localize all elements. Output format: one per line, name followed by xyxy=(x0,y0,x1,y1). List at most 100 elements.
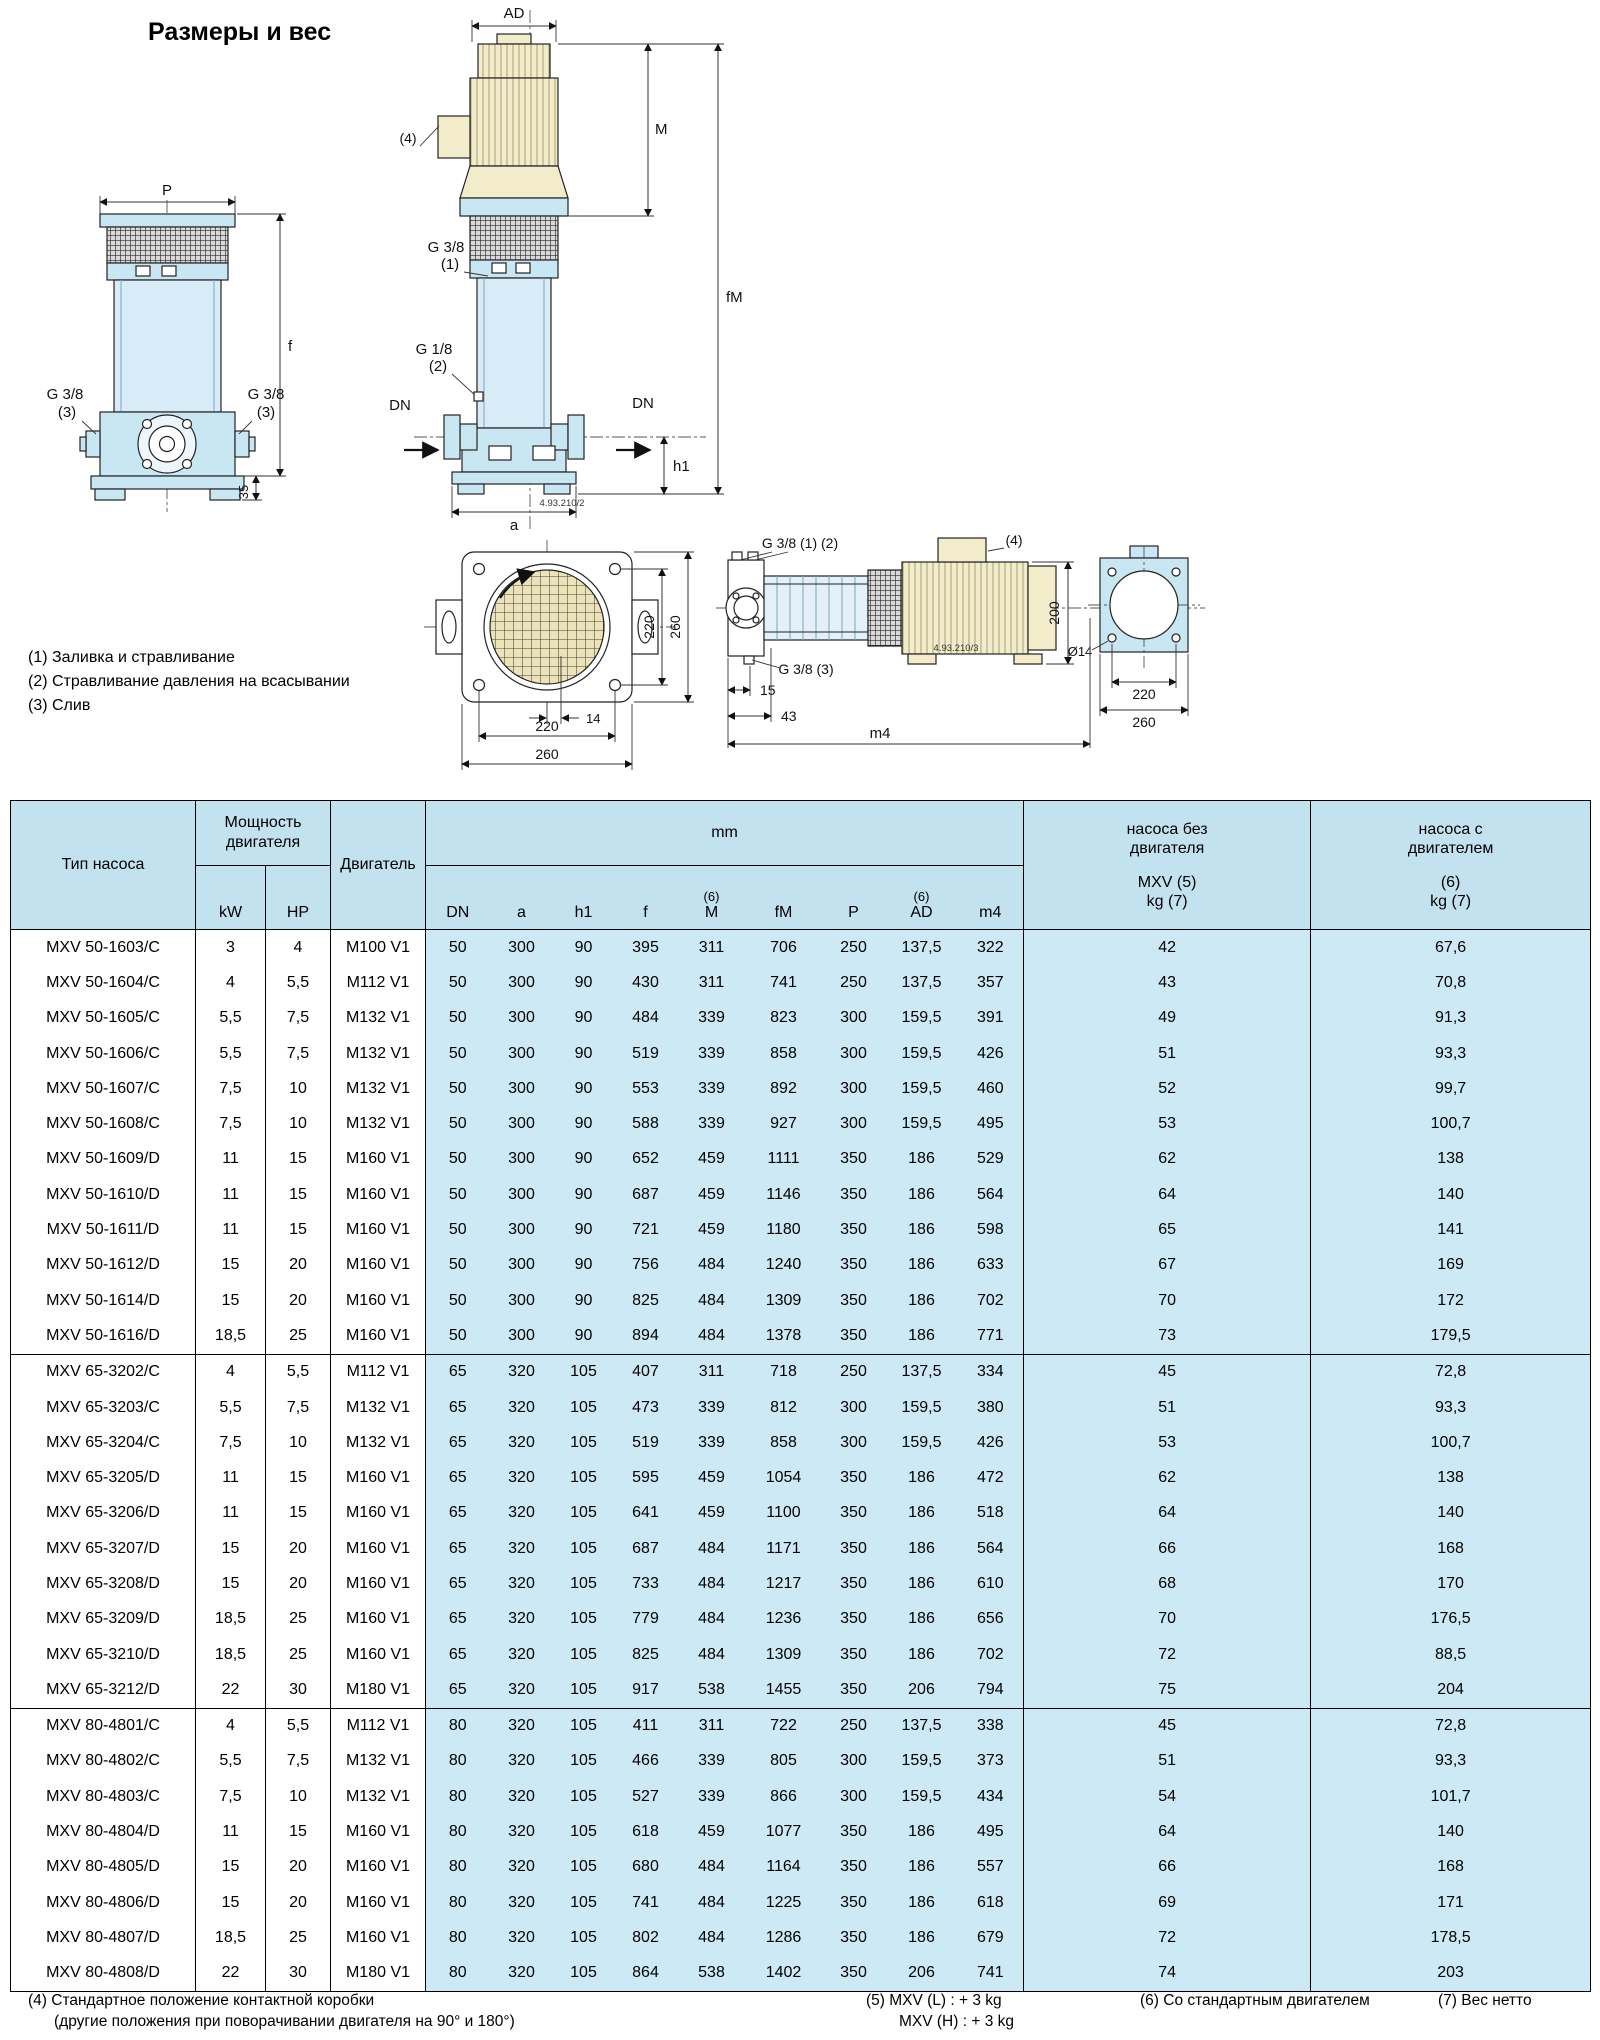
dim-label-fm: fM xyxy=(726,289,743,306)
port-note-1: (1) xyxy=(441,256,459,273)
page-title: Размеры и вес xyxy=(148,18,332,46)
value-cell: 484 xyxy=(677,1920,746,1956)
value-cell: 300 xyxy=(489,1141,554,1178)
pump-type-cell: MXV 65-3208/D xyxy=(10,1566,196,1602)
value-cell: 72,8 xyxy=(1310,1707,1591,1744)
col-header-fm: fM xyxy=(745,865,822,930)
value-cell: 15 xyxy=(265,1212,331,1248)
value-cell: 339 xyxy=(677,1106,746,1142)
dim-label-35: 35 xyxy=(236,485,251,499)
value-cell: 5,5 xyxy=(195,1389,266,1426)
pump-type-cell: MXV 80-4807/D xyxy=(10,1920,196,1956)
value-cell: 320 xyxy=(489,1955,554,1992)
value-cell: 53 xyxy=(1023,1106,1312,1142)
value-cell: M160 V1 xyxy=(330,1601,426,1637)
value-cell: 25 xyxy=(265,1920,331,1956)
value-cell: 90 xyxy=(553,929,614,966)
value-cell: 484 xyxy=(677,1636,746,1673)
value-cell: 159,5 xyxy=(885,1743,958,1780)
value-cell: 7,5 xyxy=(195,1425,266,1461)
value-cell: 529 xyxy=(957,1141,1025,1178)
value-cell: 50 xyxy=(425,1106,490,1142)
value-cell: 320 xyxy=(489,1672,554,1709)
dim-label-dn-left: DN xyxy=(389,397,411,414)
value-cell: 687 xyxy=(613,1531,678,1567)
value-cell: 350 xyxy=(821,1601,886,1637)
value-cell: 741 xyxy=(613,1885,678,1921)
value-cell: 339 xyxy=(677,1035,746,1072)
value-cell: 50 xyxy=(425,1000,490,1036)
value-cell: 300 xyxy=(821,1000,886,1036)
value-cell: 137,5 xyxy=(885,1707,958,1744)
value-cell: 74 xyxy=(1023,1955,1312,1992)
value-cell: 805 xyxy=(745,1743,822,1780)
value-cell: 3 xyxy=(195,929,266,966)
port-label-g38-left: G 3/8 xyxy=(47,386,84,403)
value-cell: 105 xyxy=(553,1743,614,1780)
note-3: (3) Слив xyxy=(28,697,91,714)
value-cell: 70,8 xyxy=(1310,965,1591,1001)
value-cell: M160 V1 xyxy=(330,1636,426,1673)
value-cell: 300 xyxy=(489,1071,554,1107)
value-cell: 300 xyxy=(489,1212,554,1248)
value-cell: 350 xyxy=(821,1814,886,1850)
value-cell: 7,5 xyxy=(265,1743,331,1780)
value-cell: 105 xyxy=(553,1955,614,1992)
value-cell: 718 xyxy=(745,1353,822,1390)
note-2: (2) Стравливание давления на всасывании xyxy=(28,673,350,690)
value-cell: 159,5 xyxy=(885,1389,958,1426)
value-cell: 350 xyxy=(821,1177,886,1213)
value-cell: 350 xyxy=(821,1141,886,1178)
value-cell: 518 xyxy=(957,1495,1025,1532)
value-cell: 380 xyxy=(957,1389,1025,1426)
value-cell: 186 xyxy=(885,1920,958,1956)
value-cell: M112 V1 xyxy=(330,1707,426,1744)
value-cell: 80 xyxy=(425,1920,490,1956)
value-cell: 105 xyxy=(553,1814,614,1850)
value-cell: 466 xyxy=(613,1743,678,1780)
value-cell: 105 xyxy=(553,1672,614,1709)
value-cell: 65 xyxy=(425,1389,490,1426)
value-cell: M160 V1 xyxy=(330,1566,426,1602)
value-cell: 641 xyxy=(613,1495,678,1532)
value-cell: 65 xyxy=(425,1636,490,1673)
value-cell: 15 xyxy=(265,1495,331,1532)
value-cell: M132 V1 xyxy=(330,1743,426,1780)
value-cell: 1286 xyxy=(745,1920,822,1956)
value-cell: 350 xyxy=(821,1460,886,1496)
value-cell: 1455 xyxy=(745,1672,822,1709)
pump-with-motor-units: (6) kg (7) xyxy=(1430,873,1472,910)
col-header-ad-note: (6) xyxy=(913,889,930,904)
value-cell: 350 xyxy=(821,1885,886,1921)
value-cell: 917 xyxy=(613,1672,678,1709)
value-cell: 1378 xyxy=(745,1318,822,1355)
value-cell: 50 xyxy=(425,1035,490,1072)
value-cell: 1217 xyxy=(745,1566,822,1602)
value-cell: 178,5 xyxy=(1310,1920,1591,1956)
value-cell: 5,5 xyxy=(195,1000,266,1036)
value-cell: 5,5 xyxy=(265,965,331,1001)
value-cell: 15 xyxy=(265,1460,331,1496)
port-note-3-left: (3) xyxy=(58,404,76,421)
value-cell: 350 xyxy=(821,1566,886,1602)
pump-with-motor-label: насоса с двигателем xyxy=(1407,820,1494,857)
value-cell: 50 xyxy=(425,1071,490,1107)
value-cell: 65 xyxy=(1023,1212,1312,1248)
value-cell: 300 xyxy=(821,1071,886,1107)
value-cell: 300 xyxy=(489,1000,554,1036)
value-cell: 484 xyxy=(677,1531,746,1567)
value-cell: 45 xyxy=(1023,1707,1312,1744)
value-cell: 459 xyxy=(677,1141,746,1178)
value-cell: 25 xyxy=(265,1636,331,1673)
value-cell: 1402 xyxy=(745,1955,822,1992)
value-cell: 300 xyxy=(489,1106,554,1142)
value-cell: 320 xyxy=(489,1389,554,1426)
value-cell: 105 xyxy=(553,1460,614,1496)
value-cell: 484 xyxy=(613,1000,678,1036)
pump-type-cell: MXV 50-1607/C xyxy=(10,1071,196,1107)
value-cell: 65 xyxy=(425,1425,490,1461)
